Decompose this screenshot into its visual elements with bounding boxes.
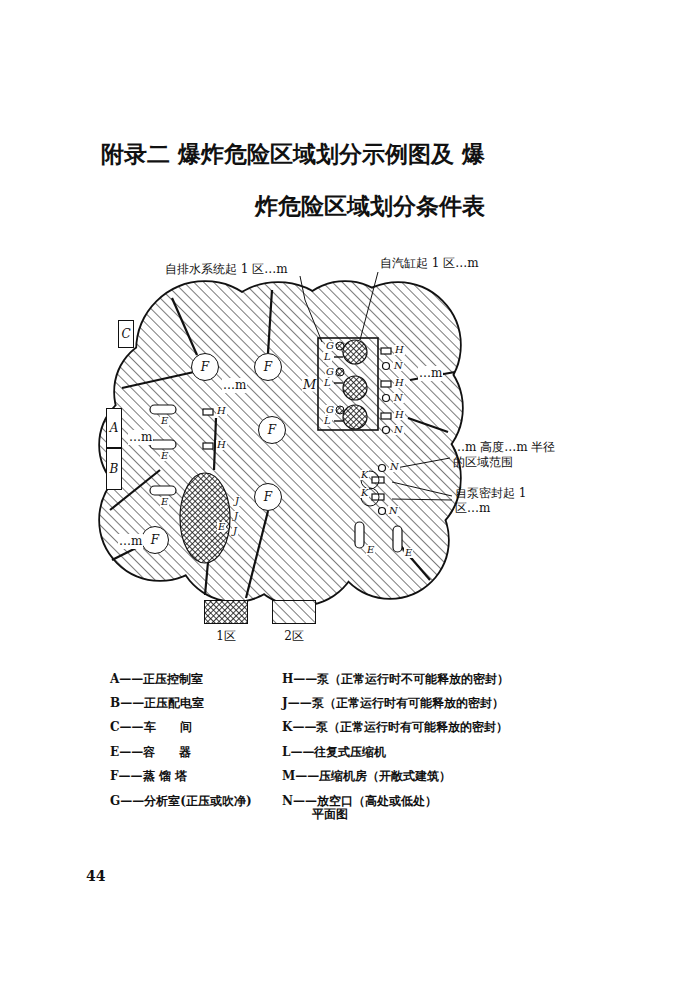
node-letter: C [121, 328, 130, 340]
symbol-letter: N [393, 425, 404, 435]
symbol-letter: N [389, 462, 400, 472]
symbol-letter: L [323, 378, 332, 388]
distillation-tower: F [254, 353, 282, 381]
callout-note: 自排水系统起 1 区…m [165, 262, 288, 277]
node-letter: B [110, 463, 119, 475]
key-entry: L——往复式压缩机 [282, 745, 386, 760]
page-number: 44 [86, 868, 105, 886]
legend-item: 1区 [204, 600, 248, 645]
substation-box: B [106, 448, 122, 490]
node-letter: F [201, 361, 209, 373]
distillation-tower: F [141, 526, 169, 554]
distillation-tower: F [258, 416, 286, 444]
distillation-tower: F [254, 483, 282, 511]
symbol-letter: J [234, 496, 240, 506]
symbol-letter: H [394, 410, 405, 420]
symbol-letter: E [404, 548, 413, 558]
node-letter: F [264, 491, 272, 503]
node-letter: F [151, 534, 159, 546]
symbol-letter: N [388, 506, 399, 516]
key-entry: N——放空口（高处或低处） [282, 794, 437, 809]
key-entry: B——正压配电室 [110, 696, 204, 711]
callout-note: 自泵密封起 1 区…m [455, 486, 527, 516]
symbol-letter: L [323, 416, 332, 426]
symbol-letter: K [360, 470, 369, 480]
symbol-letter: E [217, 522, 226, 532]
legend-swatch [204, 600, 248, 624]
workshop-box: C [118, 320, 134, 348]
symbol-letter: J [232, 526, 238, 536]
page-title: 附录二 爆炸危险区域划分示例图及 爆炸危险区域划分条件表 [100, 128, 485, 232]
key-entry: G——分析室(正压或吹净) [110, 794, 252, 809]
symbol-letter: E [366, 545, 375, 555]
symbol-letter: H [394, 345, 405, 355]
legend-item: 2区 [272, 600, 316, 645]
dimension: …m [222, 378, 247, 393]
symbol-letter: K [360, 488, 369, 498]
distillation-tower: F [191, 353, 219, 381]
dimension: …m [128, 430, 153, 445]
symbol-letter: H [216, 440, 227, 450]
legend-swatch [272, 600, 316, 624]
node-letter: M [302, 377, 317, 392]
symbol-letter: H [394, 378, 405, 388]
dimension: …m [418, 366, 443, 381]
key-entry: C——车 间 [110, 720, 192, 735]
symbol-letter: J [233, 511, 239, 521]
symbol-letter: N [393, 361, 404, 371]
symbol-letter: E [160, 416, 169, 426]
legend-text: 1区 [204, 628, 248, 645]
symbol-letter: G [325, 367, 335, 377]
swatch-pattern [273, 601, 315, 623]
node-letter: F [264, 361, 272, 373]
symbol-letter: H [216, 406, 227, 416]
figure-caption: 平面图 [312, 806, 348, 823]
key-entry: A——正压控制室 [110, 672, 203, 687]
node-letter: A [110, 422, 119, 434]
key-entry: F——蒸 馏 塔 [110, 769, 187, 784]
dimension: …m [118, 534, 143, 549]
legend-text: 2区 [272, 628, 316, 645]
symbol-letter: N [393, 393, 404, 403]
node-letter: F [268, 424, 276, 436]
callout-note: 自汽缸起 1 区…m [380, 256, 479, 271]
control-room-box: A [106, 408, 122, 448]
key-entry: K——泵（正常运行时有可能释放的密封） [282, 720, 508, 735]
key-entry: M——压缩机房（开敞式建筑） [282, 769, 451, 784]
key-entry: E——容 器 [110, 745, 191, 760]
key-entry: H——泵（正常运行时不可能释放的密封） [282, 672, 509, 687]
callout-note: …m 高度…m 半径 的区域范围 [453, 440, 565, 470]
key-entry: J——泵（正常运行时有可能释放的密封） [282, 696, 504, 711]
swatch-pattern [205, 601, 247, 623]
symbol-letter: G [325, 405, 335, 415]
symbol-letter: L [323, 352, 332, 362]
symbol-letter: E [160, 451, 169, 461]
symbol-letter: E [160, 497, 169, 507]
symbol-letter: G [325, 341, 335, 351]
